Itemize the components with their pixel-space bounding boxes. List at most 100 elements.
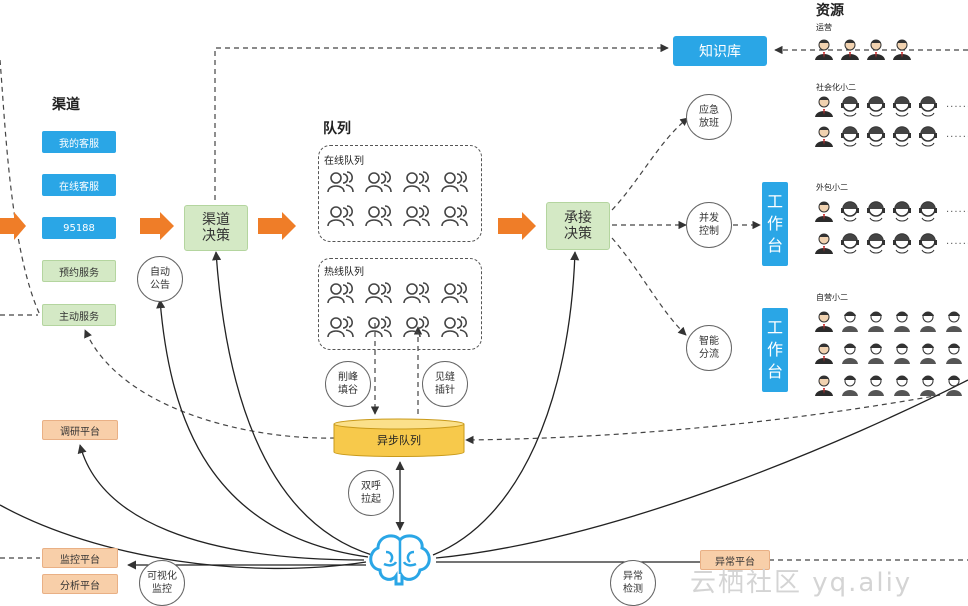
resource-ops-label: 运营 xyxy=(816,23,832,32)
more-agents-ellipsis: ...... xyxy=(946,129,968,140)
headset-agent-icon xyxy=(919,201,937,222)
headset-agent-icon xyxy=(867,201,885,222)
workbench-char: 作 xyxy=(766,214,783,233)
people-group-icon xyxy=(441,205,468,227)
queue-title: 队列 xyxy=(323,121,351,137)
channel-proactive[interactable]: 主动服务 xyxy=(42,304,116,326)
headset-agent-icon xyxy=(919,126,937,147)
auto-notice-circle[interactable]: 自动 公告 xyxy=(137,256,183,302)
resource-social-label: 社会化小二 xyxy=(816,83,856,92)
agent-icon xyxy=(815,39,833,60)
agent-icon xyxy=(893,39,911,60)
async-queue-cylinder[interactable] xyxy=(332,418,466,458)
headset-agent-icon xyxy=(841,233,859,254)
concurrency-circle[interactable]: 并发 控制 xyxy=(686,202,732,248)
workbench-char: 工 xyxy=(766,192,783,211)
channel-my-service[interactable]: 我的客服 xyxy=(42,131,116,153)
agent-icon xyxy=(946,311,962,332)
people-group-icon xyxy=(403,171,430,193)
smart-routing-circle[interactable]: 智能 分流 xyxy=(686,325,732,371)
headset-agent-icon xyxy=(841,126,859,147)
workbench-char: 作 xyxy=(766,340,783,359)
agent-icon xyxy=(841,39,859,60)
people-group-icon xyxy=(327,205,354,227)
agent-icon xyxy=(815,126,833,147)
agent-icon xyxy=(894,343,910,364)
people-group-icon xyxy=(403,282,430,304)
async-queue-label: 异步队列 xyxy=(377,434,421,447)
agent-icon xyxy=(920,375,936,396)
headset-agent-icon xyxy=(893,96,911,117)
agent-icon xyxy=(894,311,910,332)
people-group-icon xyxy=(403,316,430,338)
headset-agent-icon xyxy=(919,96,937,117)
anomaly-detect-circle[interactable]: 异常 检测 xyxy=(610,560,656,606)
more-agents-ellipsis: ...... xyxy=(946,204,968,215)
peak-shaving-circle[interactable]: 削峰 填谷 xyxy=(325,361,371,407)
hotline-queue-frame xyxy=(318,258,482,350)
agent-icon xyxy=(815,343,833,364)
headset-agent-icon xyxy=(867,96,885,117)
workbench-outsourced[interactable]: 工 作 台 xyxy=(762,182,788,266)
visual-monitor-circle[interactable]: 可视化 监控 xyxy=(139,560,185,606)
agent-icon xyxy=(946,343,962,364)
double-call-circle[interactable]: 双呼 拉起 xyxy=(348,470,394,516)
agent-icon xyxy=(894,375,910,396)
agent-icon xyxy=(842,311,858,332)
agent-icon xyxy=(815,96,833,117)
agent-icon xyxy=(868,375,884,396)
more-agents-ellipsis: ...... xyxy=(946,99,968,110)
anomaly-platform[interactable]: 异常平台 xyxy=(700,550,770,570)
agent-icon xyxy=(920,311,936,332)
people-group-icon xyxy=(365,205,392,227)
online-queue-frame xyxy=(318,145,482,242)
channel-hotline[interactable]: 95188 xyxy=(42,217,116,239)
headset-agent-icon xyxy=(893,233,911,254)
monitor-platform[interactable]: 监控平台 xyxy=(42,548,118,568)
agent-icon xyxy=(815,201,833,222)
watermark-text: 云栖社区 yq.aliy xyxy=(690,568,913,598)
channel-title: 渠道 xyxy=(52,97,80,113)
agent-icon xyxy=(920,343,936,364)
people-group-icon xyxy=(327,171,354,193)
agent-icon xyxy=(815,233,833,254)
headset-agent-icon xyxy=(867,126,885,147)
agent-icon xyxy=(842,343,858,364)
channel-appointment[interactable]: 预约服务 xyxy=(42,260,116,282)
workbench-char: 台 xyxy=(766,362,783,381)
headset-agent-icon xyxy=(919,233,937,254)
headset-agent-icon xyxy=(841,96,859,117)
analysis-platform[interactable]: 分析平台 xyxy=(42,574,118,594)
people-group-icon xyxy=(403,205,430,227)
brain-icon xyxy=(369,534,431,586)
resource-title: 资源 xyxy=(816,3,844,19)
headset-agent-icon xyxy=(893,126,911,147)
agent-icon xyxy=(868,343,884,364)
people-group-icon xyxy=(365,171,392,193)
people-group-icon xyxy=(441,171,468,193)
people-group-icon xyxy=(441,316,468,338)
hotline-queue-label: 热线队列 xyxy=(324,267,364,278)
accept-decision[interactable]: 承接 决策 xyxy=(546,202,610,250)
workbench-char: 工 xyxy=(766,318,783,337)
people-group-icon xyxy=(327,316,354,338)
online-queue-label: 在线队列 xyxy=(324,156,364,167)
resource-outsourced-label: 外包小二 xyxy=(816,183,848,192)
headset-agent-icon xyxy=(867,233,885,254)
agent-icon xyxy=(815,375,833,396)
channel-decision[interactable]: 渠道 决策 xyxy=(184,205,248,251)
people-group-icon xyxy=(365,316,392,338)
headset-agent-icon xyxy=(893,201,911,222)
agent-icon xyxy=(946,375,962,396)
channel-online-service[interactable]: 在线客服 xyxy=(42,174,116,196)
headset-agent-icon xyxy=(841,201,859,222)
resource-inhouse-label: 自营小二 xyxy=(816,293,848,302)
agent-icon xyxy=(842,375,858,396)
knowledge-base-box[interactable]: 知识库 xyxy=(673,36,767,66)
emergency-circle[interactable]: 应急 放班 xyxy=(686,94,732,140)
research-platform[interactable]: 调研平台 xyxy=(42,420,118,440)
seam-insert-circle[interactable]: 见缝 插针 xyxy=(422,361,468,407)
workbench-inhouse[interactable]: 工 作 台 xyxy=(762,308,788,392)
